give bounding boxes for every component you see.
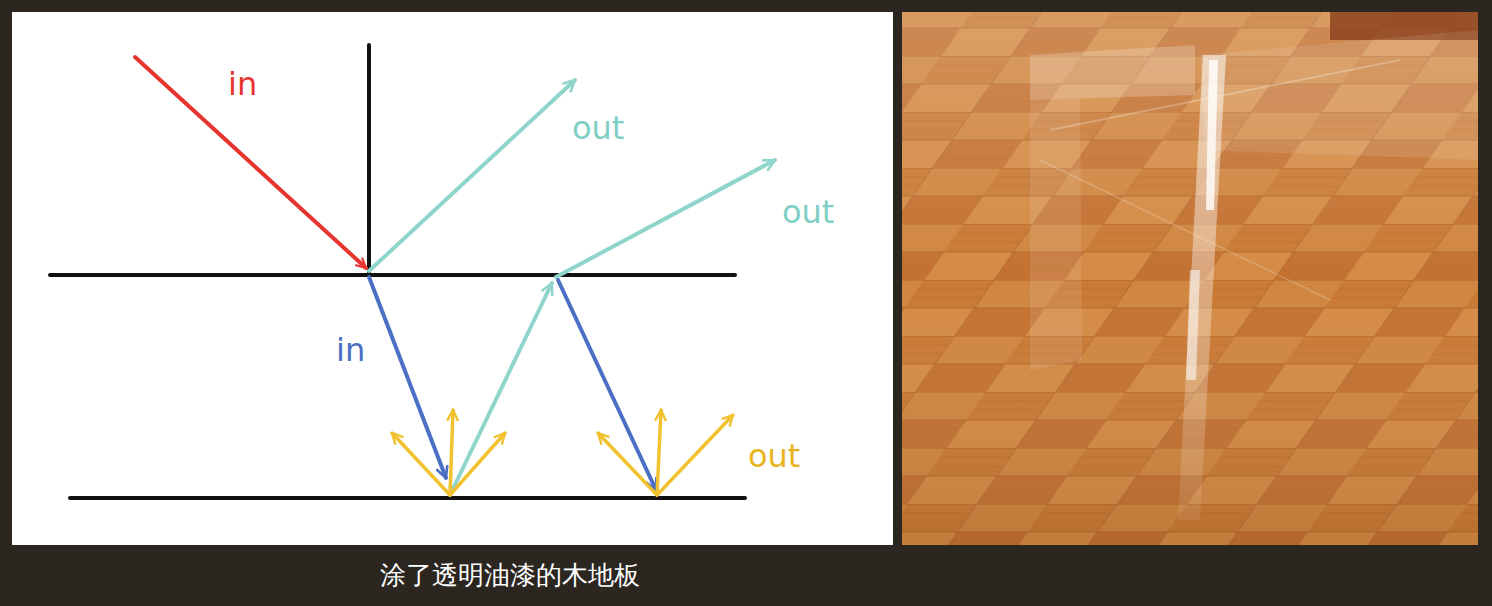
ray-label: in (336, 334, 365, 366)
internal-reflected-ray (450, 283, 552, 495)
ray-label-anchor: out (782, 196, 834, 228)
ray-label: out (572, 112, 624, 144)
diagram-panel (12, 12, 893, 545)
ray-label-anchor: in (336, 334, 365, 366)
caption-anchor: 涂了透明油漆的木地板 (380, 560, 640, 591)
varnish-surface (50, 273, 735, 277)
transmitted-ray (556, 160, 775, 277)
ray-label: out (782, 196, 834, 228)
ray-label-anchor: out (572, 112, 624, 144)
refracted-ray (558, 280, 656, 490)
normal-line (367, 45, 371, 272)
incident-ray (135, 57, 366, 268)
ray-label-anchor: in (228, 68, 257, 100)
ray-label: out (748, 440, 800, 472)
reflected-ray (369, 80, 575, 271)
diffuse-rays (392, 410, 733, 495)
ray-label: in (228, 68, 257, 100)
ray-label-anchor: out (748, 440, 800, 472)
caption: 涂了透明油漆的木地板 (380, 560, 640, 591)
wood-surface (70, 496, 745, 500)
floor-photo (902, 12, 1478, 545)
